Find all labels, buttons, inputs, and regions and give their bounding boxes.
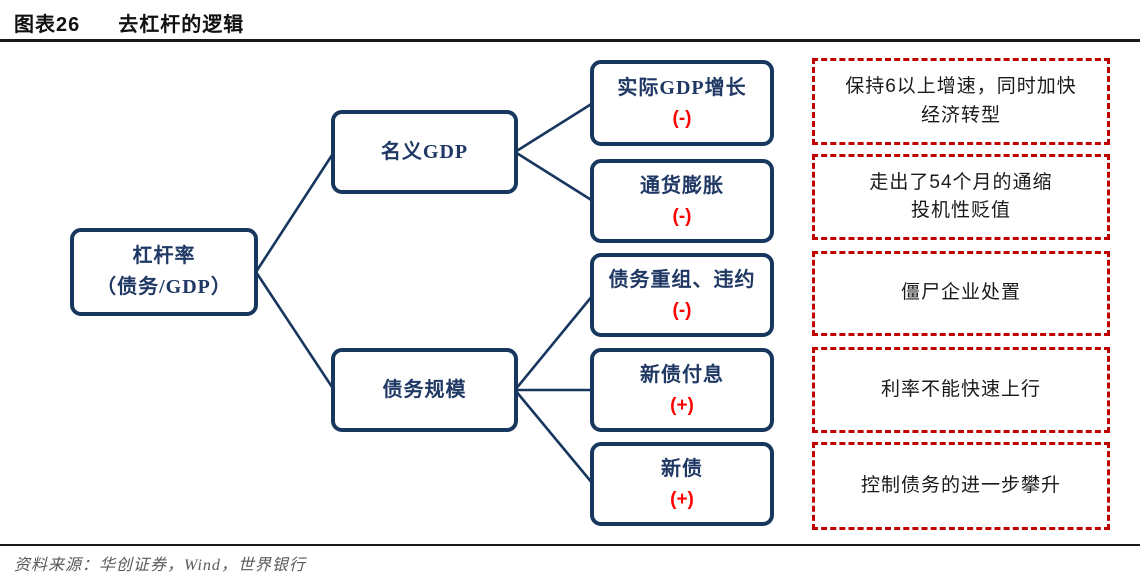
node-label: 新债付息	[640, 364, 724, 387]
page-title: 去杠杆的逻辑	[118, 14, 245, 36]
node-label: 债务规模	[382, 378, 467, 401]
node-label: 通货膨胀	[640, 175, 724, 198]
node-label: 名义GDP	[380, 140, 469, 163]
note-debt-control: 控制债务的进一步攀升	[812, 442, 1110, 530]
node-sign: (-)	[672, 300, 692, 322]
note-line: 走出了54个月的通缩	[869, 171, 1053, 193]
node-label: 实际GDP增长	[617, 77, 747, 100]
footer-divider	[0, 544, 1140, 546]
source-note: 资料来源：华创证券，Wind，世界银行	[14, 557, 306, 574]
node-sign: (+)	[670, 489, 694, 511]
node-real-gdp-growth: 实际GDP增长 (-)	[590, 60, 774, 146]
node-debt-scale: 债务规模	[331, 348, 518, 432]
note-growth-target: 保持6以上增速，同时加快 经济转型	[812, 58, 1110, 145]
note-line: 僵尸企业处置	[900, 282, 1021, 304]
node-label: 杠杆率	[132, 245, 196, 267]
node-inflation: 通货膨胀 (-)	[590, 159, 774, 243]
node-label: 新债	[661, 458, 703, 481]
node-new-debt-interest: 新债付息 (+)	[590, 348, 774, 432]
note-line: 保持6以上增速，同时加快	[845, 76, 1077, 97]
node-nominal-gdp: 名义GDP	[331, 110, 518, 194]
note-deflation-exit: 走出了54个月的通缩 投机性贬值	[812, 154, 1110, 240]
node-label: （债务/GDP）	[96, 276, 232, 298]
node-leverage-ratio: 杠杆率 （债务/GDP）	[70, 228, 258, 316]
node-debt-restructuring-default: 债务重组、违约 (-)	[590, 253, 774, 337]
node-new-debt: 新债 (+)	[590, 442, 774, 526]
note-line: 利率不能快速上行	[880, 378, 1041, 400]
note-line: 投机性贬值	[910, 200, 1011, 221]
node-sign: (+)	[670, 395, 694, 417]
header-divider	[0, 39, 1140, 42]
node-sign: (-)	[672, 108, 692, 130]
note-interest-rates: 利率不能快速上行	[812, 347, 1110, 433]
node-label: 债务重组、违约	[608, 269, 756, 292]
note-line: 经济转型	[920, 104, 1001, 126]
figure-number: 图表26	[14, 14, 81, 36]
figure-header: 图表26 去杠杆的逻辑	[14, 8, 244, 37]
node-sign: (-)	[672, 206, 692, 228]
note-zombie-firms: 僵尸企业处置	[812, 251, 1110, 336]
note-line: 控制债务的进一步攀升	[860, 474, 1061, 496]
